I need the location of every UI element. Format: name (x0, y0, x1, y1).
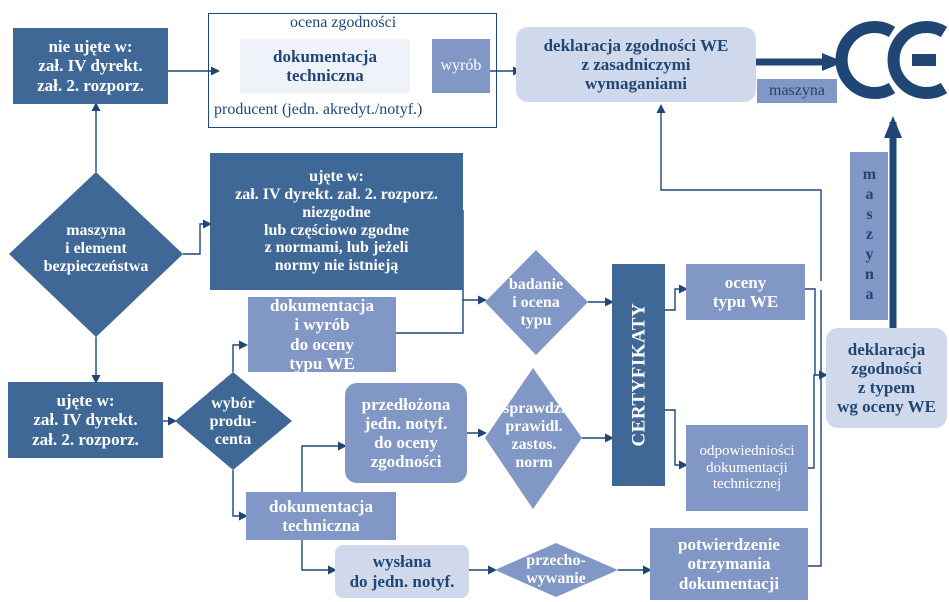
doc-adequacy-label: odpowiedniości dokumentacji technicznej (699, 442, 795, 493)
link-certificates-to-type (665, 284, 688, 311)
diamond-storage (495, 543, 618, 597)
machine-vertical-label: maszyna (860, 166, 878, 306)
tech-doc-top-label: dokumentacja techniczna (273, 46, 377, 85)
exam-type-label: badanie i ocena typu (508, 276, 564, 329)
machine-horizontal-box: maszyna (757, 79, 837, 103)
tech-doc-label: dokumentacja techniczna (269, 496, 373, 535)
producer-choice-label: wybór produ- centa (209, 395, 257, 448)
link-nonconforming-to-exam (462, 210, 487, 305)
certificates-box: CERTYFIKATY (612, 264, 665, 486)
link-type-to-typedecl (805, 288, 816, 375)
link-choice-to-docsproduct (232, 340, 248, 372)
link-adequacy-to-typedecl (808, 370, 828, 469)
type-assessment-box: oceny typu WE (686, 264, 805, 320)
included-box: ujęte w: zał. IV dyrekt. zał. 2. rozporz… (8, 382, 163, 458)
tech-doc-box: dokumentacja techniczna (246, 492, 396, 540)
machine-horizontal-label: maszyna (769, 82, 825, 100)
sent-box: wysłana do jedn. notyf. (335, 545, 469, 598)
link-diamond-to-nonconforming (183, 219, 212, 255)
included-label: ujęte w: zał. IV dyrekt. zał. 2. rozporz… (32, 391, 139, 449)
link-certificates-to-adequacy (665, 409, 688, 470)
certificates-label: CERTYFIKATY (627, 303, 649, 447)
link-choice-to-techdoc (232, 470, 248, 521)
check-norms-label: sprawdz. prawidl. zastos. norm (503, 400, 565, 471)
ec-declaration-label: deklaracja zgodności WE z zasadniczymi w… (543, 35, 729, 94)
link-receipt-up (808, 290, 822, 567)
ec-declaration-box: deklaracja zgodności WE z zasadniczymi w… (516, 27, 756, 102)
docs-product-box: dokumentacja i wyrób do oceny typu WE (248, 296, 396, 373)
machine-vertical-box: maszyna (850, 152, 888, 320)
type-declaration-box: deklaracja zgodności z typem wg oceny WE (826, 328, 947, 428)
docs-product-label: dokumentacja i wyrób do oceny typu WE (270, 296, 374, 373)
link-techdoc-to-sent (301, 540, 337, 575)
doc-adequacy-box: odpowiedniości dokumentacji technicznej (686, 425, 808, 511)
sent-label: wysłana do jedn. notyf. (349, 552, 455, 591)
producer-label: producent (jedn. akredyt./notyf.) (214, 101, 423, 118)
type-assessment-label: oceny typu WE (712, 272, 779, 311)
conformity-title: ocena zgodności (290, 14, 397, 31)
not-included-label: nie ujęte w: zał. IV dyrekt. zał. 2. roz… (37, 37, 144, 95)
type-declaration-label: deklaracja zgodności z typem wg oceny WE (837, 339, 936, 417)
diamond-exam-type (485, 250, 588, 355)
product-label: wyrób (440, 57, 482, 75)
link-docsproduct-to-exam (396, 300, 464, 334)
link-return-to-declaration (656, 104, 822, 281)
link-techdoc-to-submitted (301, 441, 347, 492)
diamond-check-norms (485, 368, 582, 509)
ce-mark-icon (835, 21, 948, 99)
receipt-label: potwierdzenie otrzymania dokumentacji (678, 535, 780, 593)
not-included-box: nie ujęte w: zał. IV dyrekt. zał. 2. roz… (13, 28, 168, 104)
included-nonconforming-label: ujęte w: zał. IV dyrekt. zał. 2. rozporz… (235, 167, 438, 275)
storage-label: przecho- wywanie (526, 552, 586, 587)
product-box: wyrób (432, 39, 490, 93)
diamond-producer-choice (175, 372, 292, 470)
diamond-machine-safety (9, 172, 183, 337)
machine-safety-label: maszyna i element bezpieczeństwa (43, 222, 149, 275)
included-nonconforming-box: ujęte w: zał. IV dyrekt. zał. 2. rozporz… (210, 153, 463, 290)
tech-doc-top-box: dokumentacja techniczna (240, 39, 410, 93)
receipt-box: potwierdzenie otrzymania dokumentacji (650, 528, 808, 600)
submitted-box: przedłożona jedn. notyf. do oceny zgodno… (345, 383, 467, 483)
conformity-frame (208, 13, 497, 128)
submitted-label: przedłożona jedn. notyf. do oceny zgodno… (361, 394, 451, 472)
